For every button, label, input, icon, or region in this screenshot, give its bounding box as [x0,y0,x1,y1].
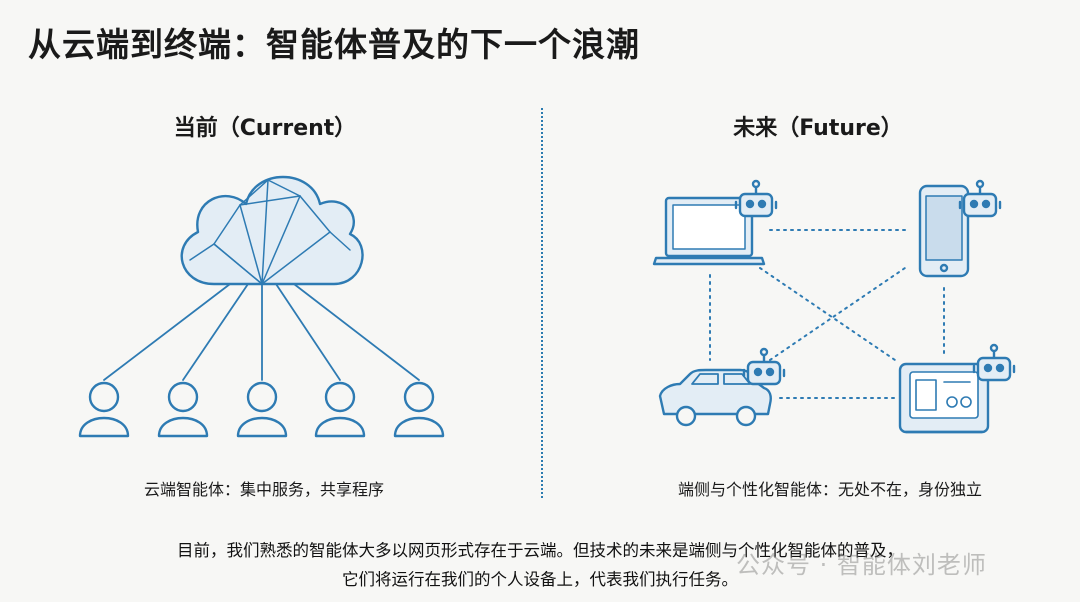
panel-divider [541,108,543,498]
footer-line-1: 目前，我们熟悉的智能体大多以网页形式存在于云端。但技术的未来是端侧与个性化智能体… [177,541,903,560]
watermark: 公众号 · 智能体刘老师 [736,551,987,579]
user-icon-3 [236,381,288,438]
robot-icon-laptop [734,179,778,218]
footer-line-2: 它们将运行在我们的个人设备上，代表我们执行任务。 [342,570,738,589]
laptop-icon [652,196,766,266]
future-caption: 端侧与个性化智能体：无处不在，身份独立 [677,480,982,499]
car-icon [658,368,772,427]
user-icon-4 [314,381,366,438]
cloud-user-connections [103,283,420,381]
robot-icon-car [742,347,786,386]
current-caption: 云端智能体：集中服务，共享程序 [143,480,384,499]
footer-text: 目前，我们熟悉的智能体大多以网页形式存在于云端。但技术的未来是端侧与个性化智能体… [0,536,1080,594]
current-heading: 当前（Current） [173,116,357,141]
cloud-icon [180,175,364,286]
robot-icon-display [972,343,1016,382]
smart-display-icon [898,362,990,434]
device-connections [709,229,945,399]
user-icon-5 [393,381,445,438]
smartphone-icon [918,184,970,278]
future-heading: 未来（Future） [733,116,903,141]
robot-icon-phone [958,179,1002,218]
page-title: 从云端到终端：智能体普及的下一个浪潮 [28,25,640,64]
user-icon-2 [157,381,209,438]
user-icon-1 [78,381,130,438]
